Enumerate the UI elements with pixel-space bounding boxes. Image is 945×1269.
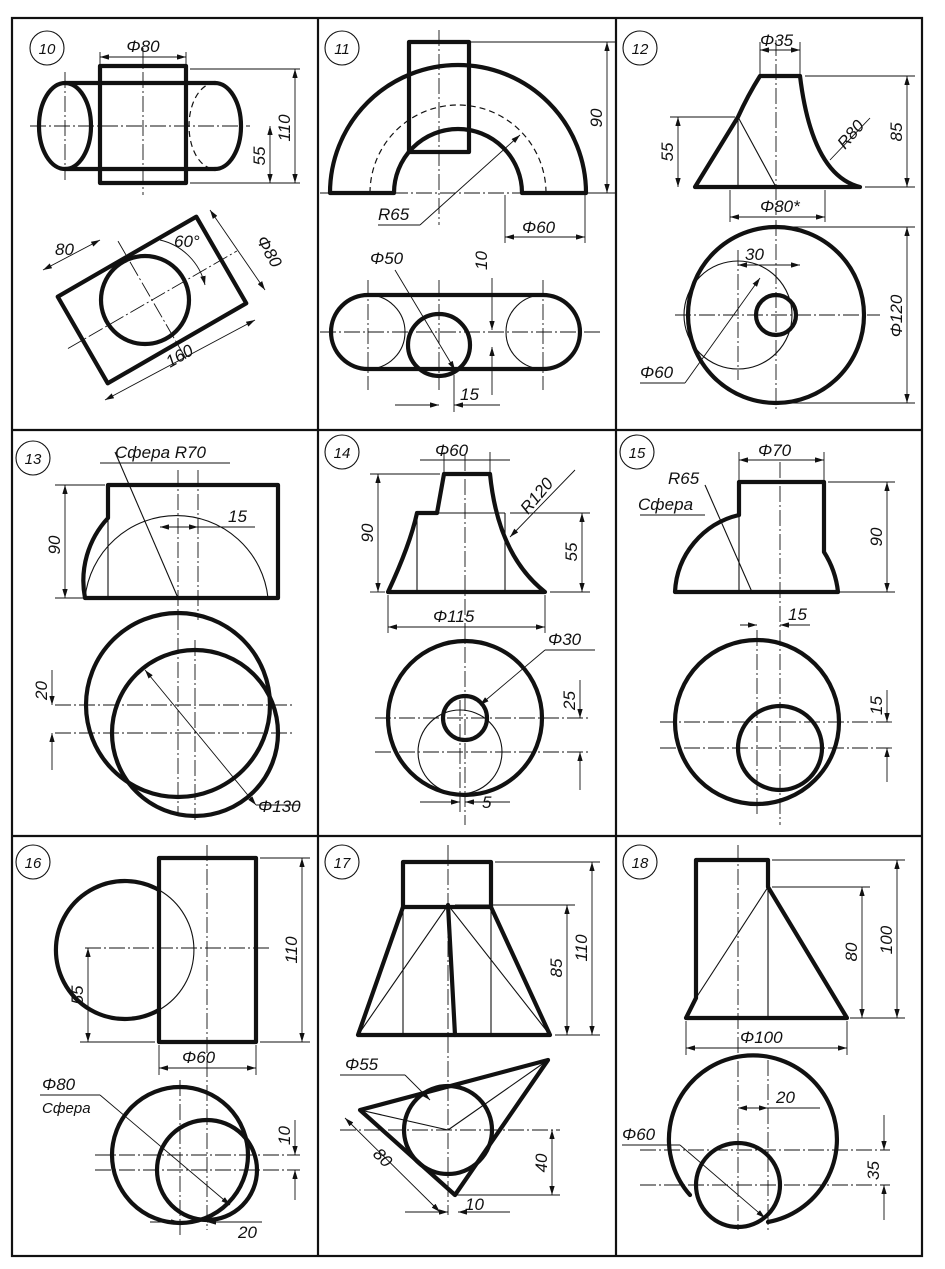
dim-label: Φ80 bbox=[253, 233, 286, 272]
dim-label: 5 bbox=[482, 793, 492, 812]
dim-label: R65 bbox=[668, 469, 700, 488]
dim-label: 20 bbox=[237, 1223, 257, 1242]
dim-label: 20 bbox=[775, 1088, 795, 1107]
dim-label: Сфера bbox=[42, 1100, 91, 1117]
panel-number: 18 bbox=[632, 855, 649, 872]
dim-label: 10 bbox=[472, 251, 491, 270]
dim-label: 90 bbox=[45, 535, 64, 554]
dim-label: Φ120 bbox=[887, 294, 906, 337]
dim-label: 15 bbox=[460, 385, 479, 404]
panel-grid bbox=[10, 16, 924, 1258]
dim-label: Φ60 bbox=[435, 441, 469, 460]
panel-number: 14 bbox=[334, 445, 351, 462]
dim-label: 30 bbox=[745, 245, 764, 264]
panel-12: 12 Φ35 55 R80 85 Φ80* 30 Φ120 bbox=[622, 30, 915, 412]
panel-10: 10 Φ80 110 55 80 60° Φ80 1 bbox=[29, 30, 300, 401]
dim-label: 15 bbox=[867, 696, 886, 715]
dim-label: 35 bbox=[864, 1161, 883, 1180]
dim-label: 80 bbox=[842, 942, 861, 961]
dim-label: 80 bbox=[55, 240, 74, 259]
dim-label: Φ70 bbox=[758, 441, 792, 460]
dim-label: Сфера bbox=[638, 495, 693, 514]
dim-label: Φ80 bbox=[126, 37, 160, 56]
dim-label: 110 bbox=[275, 114, 294, 142]
dim-label: Φ80 bbox=[42, 1075, 76, 1094]
panel-number: 16 bbox=[25, 855, 42, 872]
panel-13: 13 Сфера R70 90 15 20 Φ130 bbox=[15, 440, 301, 820]
dim-label: 15 bbox=[228, 507, 247, 526]
dim-label: R65 bbox=[378, 205, 410, 224]
dim-label: Φ130 bbox=[258, 797, 301, 816]
dim-label: 90 bbox=[587, 108, 606, 127]
dim-label: 55 bbox=[658, 142, 677, 161]
dim-label: 85 bbox=[547, 958, 566, 977]
panel-number: 17 bbox=[334, 855, 351, 872]
dim-label: 55 bbox=[250, 146, 269, 165]
dim-label: 90 bbox=[358, 523, 377, 542]
panel-11: 11 90 R65 Φ60 Φ50 10 15 bbox=[320, 30, 615, 412]
dim-label: Сфера R70 bbox=[115, 443, 206, 462]
dim-label: R120 bbox=[517, 474, 558, 518]
dim-label: 90 bbox=[867, 527, 886, 546]
dim-label: Φ115 bbox=[433, 607, 475, 626]
dim-label: 10 bbox=[275, 1126, 294, 1145]
dim-label: Φ55 bbox=[345, 1055, 379, 1074]
panel-17: 17 110 85 Φ55 80 40 10 bbox=[324, 844, 600, 1215]
dim-label: Φ60 bbox=[622, 1125, 656, 1144]
dim-label: Φ80* bbox=[760, 197, 801, 216]
panel-15: 15 Φ70 R65 Сфера 90 15 15 bbox=[619, 434, 895, 825]
panel-number: 10 bbox=[39, 41, 56, 58]
dim-label: Φ60 bbox=[522, 218, 556, 237]
dim-label: Φ35 bbox=[760, 31, 794, 50]
panel-14: 14 Φ60 R120 90 55 Φ115 Φ30 bbox=[324, 434, 595, 825]
panel-number: 13 bbox=[25, 451, 42, 468]
dim-label: 40 bbox=[532, 1153, 551, 1172]
dim-label: 10 bbox=[465, 1195, 484, 1214]
dim-label: 85 bbox=[887, 122, 906, 141]
dim-label: 20 bbox=[32, 681, 51, 701]
dim-label: 15 bbox=[788, 605, 807, 624]
dim-label: Φ60 bbox=[182, 1048, 216, 1067]
dim-label: 110 bbox=[282, 936, 301, 964]
dim-label: 55 bbox=[562, 542, 581, 561]
panel-number: 12 bbox=[632, 41, 649, 58]
dim-label: Φ100 bbox=[740, 1028, 783, 1047]
dim-label: Φ30 bbox=[548, 630, 582, 649]
panel-number: 15 bbox=[629, 445, 646, 462]
panel-16: 16 110 55 Φ60 Φ80 Сфера 10 20 bbox=[15, 844, 310, 1242]
panel-number: 11 bbox=[334, 41, 350, 58]
panel-18: 18 80 100 Φ100 20 35 Φ60 bbox=[622, 844, 905, 1230]
dim-label: Φ60 bbox=[640, 363, 674, 382]
dim-label: 110 bbox=[572, 934, 591, 962]
dim-label: Φ50 bbox=[370, 249, 404, 268]
dim-label: 60° bbox=[174, 232, 200, 251]
dim-label: R80 bbox=[834, 116, 869, 153]
dim-label: 80 bbox=[369, 1144, 396, 1171]
dim-label: 100 bbox=[877, 925, 896, 954]
dim-label: 25 bbox=[560, 691, 579, 711]
dim-label: 55 bbox=[68, 985, 87, 1004]
